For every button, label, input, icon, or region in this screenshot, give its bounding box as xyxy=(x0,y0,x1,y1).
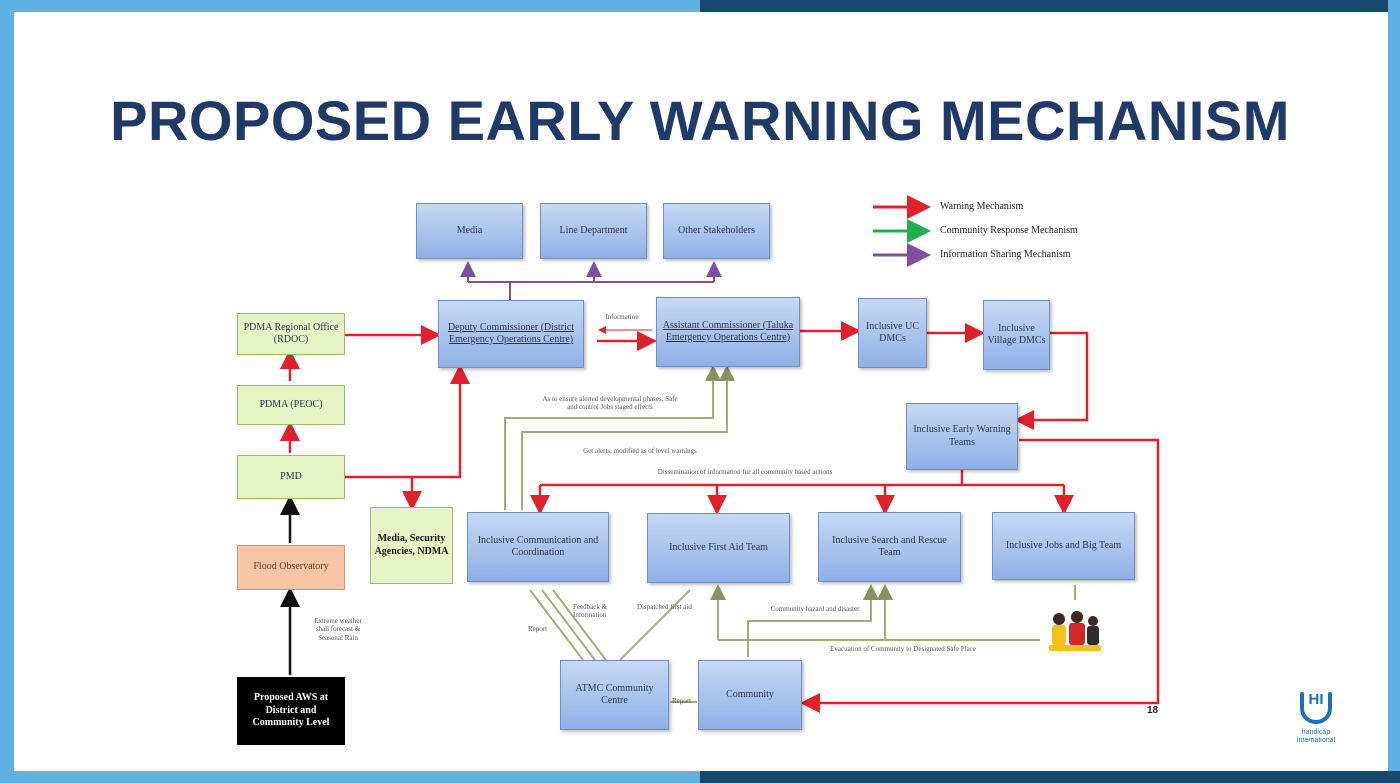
inclusive-first-aid-team-box: Inclusive First Aid Team xyxy=(647,513,790,583)
hand-logo-icon: HI xyxy=(1300,691,1332,725)
legend-warning: Warning Mechanism xyxy=(940,201,1024,212)
inclusive-communication-coordination-box: Inclusive Communication and Coordination xyxy=(467,512,609,582)
note-report-left: Report xyxy=(528,625,548,633)
information-note: Information xyxy=(605,313,639,321)
pdma-box: PDMA (PEOC) xyxy=(237,385,345,425)
handicap-international-logo: HI handicap international xyxy=(1285,680,1347,750)
community-centre-box: ATMC Community Centre xyxy=(560,660,669,730)
inclusive-jobs-team-box: Inclusive Jobs and Big Team xyxy=(992,512,1135,580)
pdma-regional-office-box: PDMA Regional Office (RDOC) xyxy=(237,313,345,355)
proposed-aws-box: Proposed AWS at District and Community L… xyxy=(237,677,345,745)
logo-line2: international xyxy=(1296,736,1336,744)
note-extreme-weather: Extreme weather shall forecast & Seasona… xyxy=(314,617,362,642)
inclusive-village-dmcs-box: Inclusive Village DMCs xyxy=(983,300,1050,370)
inclusive-uc-dmcs-box: Inclusive UC DMCs xyxy=(858,298,927,368)
logo-mark: HI xyxy=(1309,691,1324,708)
note-first-aid: Dispatched first aid xyxy=(637,603,692,611)
media-security-ndma-box: Media, Security Agencies, NDMA xyxy=(370,507,453,584)
note-get-alerts: Get alerts, modified as of level warning… xyxy=(583,447,697,455)
legend-community-response: Community Response Mechanism xyxy=(940,225,1078,236)
legend-information-sharing: Information Sharing Mechanism xyxy=(940,249,1071,260)
deputy-commissioner-box: Deputy Commissioner (District Emergency … xyxy=(438,300,584,368)
frame-left xyxy=(0,0,14,783)
inclusive-search-rescue-team-box: Inclusive Search and Rescue Team xyxy=(818,512,961,582)
note-community-hazard: Community hazard and disaster xyxy=(770,605,860,613)
line-department-box: Line Department xyxy=(540,203,647,259)
note-evacuation: Evacuation of Community to Designated Sa… xyxy=(830,645,976,653)
community-box: Community xyxy=(698,660,802,730)
assistant-commissioner-box: Assistant Commissioner (Taluka Emergency… xyxy=(656,297,800,367)
inclusive-early-warning-teams-box: Inclusive Early Warning Teams xyxy=(906,403,1018,470)
other-stakeholders-box: Other Stakeholders xyxy=(663,203,770,259)
pmd-box: PMD xyxy=(237,455,345,499)
frame-top-left xyxy=(0,0,700,12)
page-number: 18 xyxy=(1147,705,1159,716)
frame-right xyxy=(1388,0,1400,783)
logo-line1: handicap xyxy=(1301,729,1331,736)
frame-bottom-right xyxy=(700,771,1400,783)
community-people-illustration xyxy=(1049,611,1101,651)
slide-title: PROPOSED EARLY WARNING MECHANISM xyxy=(110,89,1290,152)
note-alerted-phases: As to ensure alerted developmental phase… xyxy=(542,395,678,412)
frame-bottom-left xyxy=(0,771,700,783)
flood-observatory-box: Flood Observatory xyxy=(237,545,345,590)
note-report-bottom: Report xyxy=(672,697,692,705)
frame-top-right xyxy=(700,0,1400,12)
note-dissemination: Dissemination of information for all com… xyxy=(657,468,833,476)
media-box: Media xyxy=(416,203,523,259)
note-feedback: Feedback & Information xyxy=(573,603,608,620)
